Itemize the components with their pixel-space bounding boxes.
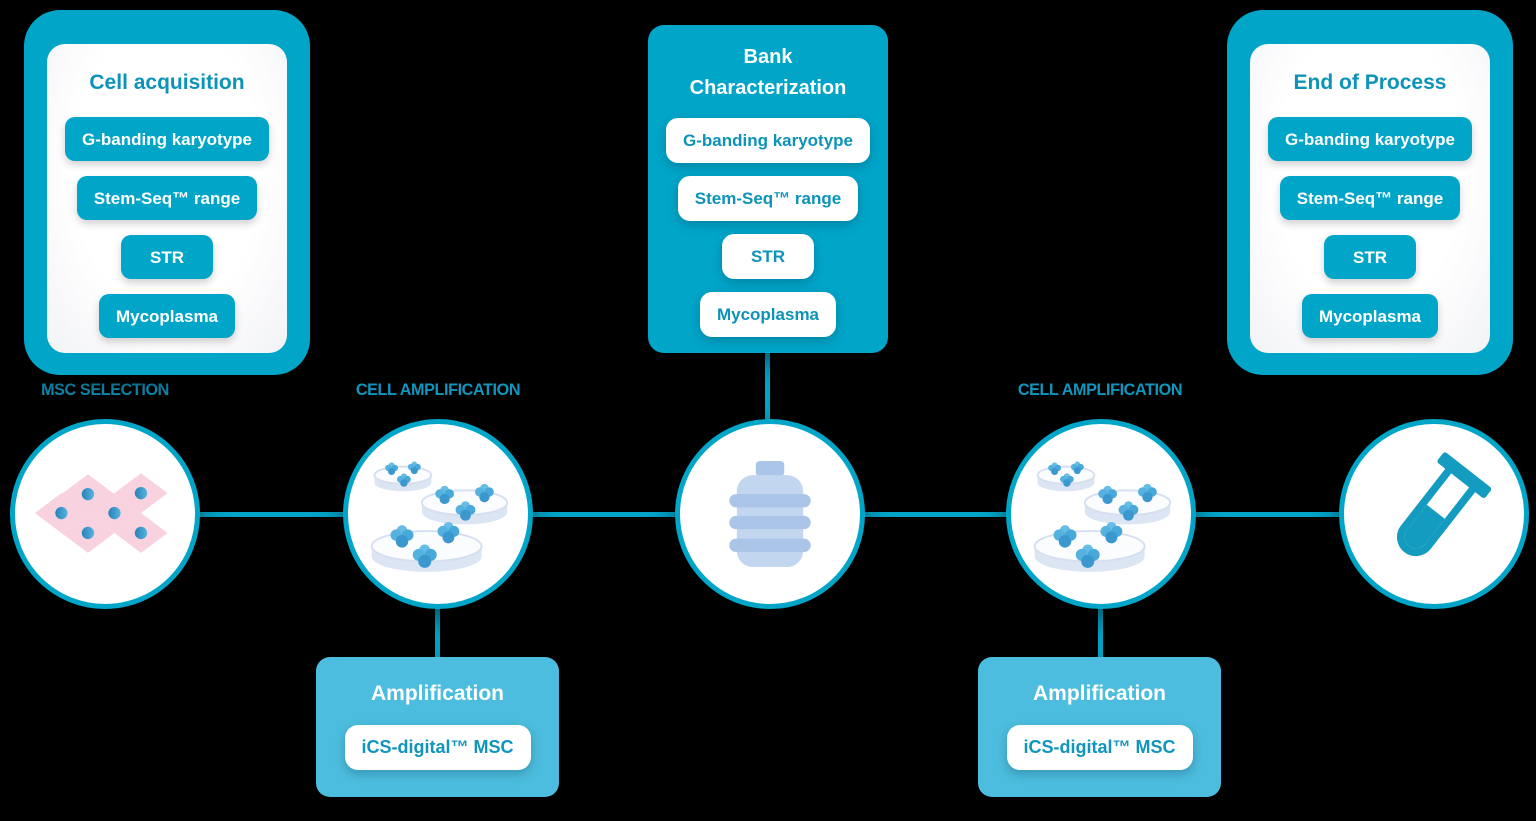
assay-pill: iCS-digital™ MSC [1006, 725, 1193, 770]
stage-circle-cell-amplification-right [1006, 419, 1196, 609]
stage-circle-end-of-process [1339, 419, 1529, 609]
connector-line [863, 512, 1008, 517]
stage-circle-msc-selection [10, 419, 200, 609]
card-title: Cell acquisition [89, 71, 245, 94]
stage-circle-bank [675, 419, 865, 609]
connector-line [1098, 600, 1103, 660]
connector-line [531, 512, 677, 517]
assay-pill: iCS-digital™ MSC [344, 725, 531, 770]
stage-label-cell-amplification-left: CELL AMPLIFICATION [355, 380, 521, 399]
connector-line [1194, 512, 1341, 517]
test-tube-icon [1396, 452, 1492, 557]
end-of-process-panel: End of Process G-banding karyotype Stem-… [1250, 44, 1490, 353]
test-pill: Mycoplasma [1301, 294, 1439, 338]
test-pill: G-banding karyotype [1267, 117, 1473, 161]
stage-circle-cell-amplification-left [343, 419, 533, 609]
amplification-card-left: Amplification iCS-digital™ MSC [316, 657, 559, 797]
msc-cells-icon [34, 473, 168, 553]
end-of-process-card: End of Process G-banding karyotype Stem-… [1227, 10, 1513, 375]
test-pill: STR [1324, 235, 1416, 279]
cell-acquisition-panel: Cell acquisition G-banding karyotype Ste… [47, 44, 287, 353]
card-title: End of Process [1293, 71, 1447, 94]
bank-characterization-card: Bank Characterization G-banding karyotyp… [648, 25, 888, 353]
test-pill: Stem-Seq™ range [1279, 176, 1461, 220]
test-pill: G-banding karyotype [64, 117, 270, 161]
test-pill: Mycoplasma [699, 292, 837, 337]
card-title: Amplification [1032, 682, 1166, 705]
connector-line [197, 512, 346, 517]
test-pill-list: G-banding karyotype Stem-Seq™ range STR … [1267, 117, 1473, 338]
test-pill: G-banding karyotype [665, 118, 871, 163]
connector-line [435, 600, 440, 660]
stage-label-cell-amplification-right: CELL AMPLIFICATION [1017, 380, 1183, 399]
amplification-card-right: Amplification iCS-digital™ MSC [978, 657, 1221, 797]
stage-label-msc-selection: MSC SELECTION [41, 380, 169, 399]
card-title: Amplification [370, 682, 504, 705]
test-pill: Stem-Seq™ range [677, 176, 859, 221]
card-title: Bank Characterization [689, 46, 847, 99]
test-pill: Mycoplasma [98, 294, 236, 338]
test-pill-list: G-banding karyotype Stem-Seq™ range STR … [64, 117, 270, 338]
connector-line [765, 350, 770, 426]
test-pill-list: G-banding karyotype Stem-Seq™ range STR … [665, 118, 871, 337]
petri-dishes-icon [370, 461, 509, 572]
test-pill: STR [121, 235, 213, 279]
cell-acquisition-card: Cell acquisition G-banding karyotype Ste… [24, 10, 310, 375]
petri-dishes-icon [1033, 461, 1172, 572]
cell-bank-bottle-icon [729, 460, 811, 568]
test-pill: Stem-Seq™ range [76, 176, 258, 220]
test-pill: STR [722, 234, 814, 279]
